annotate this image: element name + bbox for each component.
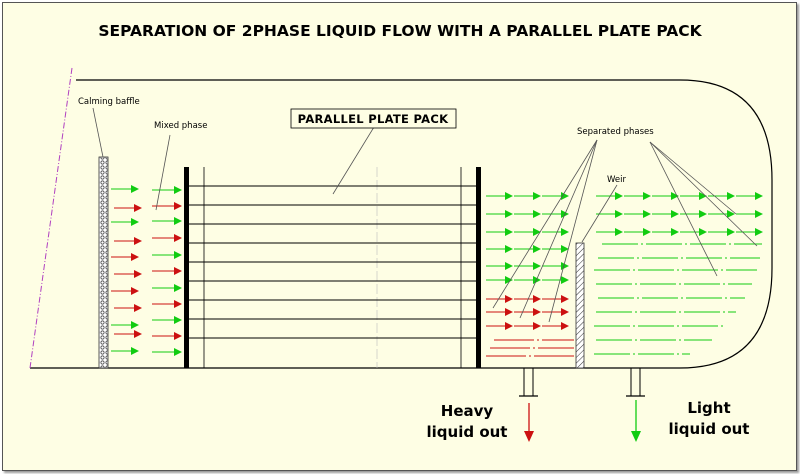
heavy-outlet-arrow: [524, 403, 534, 442]
leader-separated-heavy-2: [519, 139, 598, 319]
light-outlet-label-line1: Light: [687, 399, 730, 417]
leader-separated-light-2: [649, 141, 758, 247]
parallel-plate-pack: [184, 167, 481, 368]
leader-separated-heavy-1: [492, 139, 598, 309]
leader-calming-baffle: [92, 107, 104, 158]
label-parallel-plate-pack: PARALLEL PLATE PACK: [298, 112, 449, 126]
plate-pack-left-wall: [184, 167, 189, 368]
label-weir: Weir: [607, 175, 626, 185]
light-outlet-arrow: [631, 400, 641, 442]
plate-pack-label-box: [290, 108, 457, 129]
heavy-outlet-label-line2: liquid out: [427, 423, 508, 441]
leader-separated-light-1: [649, 141, 737, 215]
plate-pack-right-wall: [476, 167, 481, 368]
vessel-cut-line: [29, 67, 73, 369]
leader-weir: [581, 184, 618, 243]
light-liquid-nozzle: [626, 368, 645, 397]
heavy-liquid-nozzle: [519, 368, 538, 397]
label-separated-phases: Separated phases: [577, 127, 654, 137]
leader-plate-pack: [332, 126, 375, 195]
calming-baffle: [98, 156, 109, 369]
light-outlet-label-line2: liquid out: [669, 420, 750, 438]
leader-separated-light-3: [649, 141, 718, 277]
diagram-title: SEPARATION OF 2PHASE LIQUID FLOW WITH A …: [98, 22, 702, 40]
leader-separated-heavy-3: [548, 139, 598, 323]
label-calming-baffle: Calming baffle: [78, 97, 140, 107]
label-mixed-phase: Mixed phase: [154, 121, 207, 131]
vessel-shell: [30, 79, 773, 369]
heavy-outlet-label-line1: Heavy: [441, 402, 494, 420]
leader-mixed-phase: [155, 134, 171, 211]
weir: [575, 242, 585, 369]
